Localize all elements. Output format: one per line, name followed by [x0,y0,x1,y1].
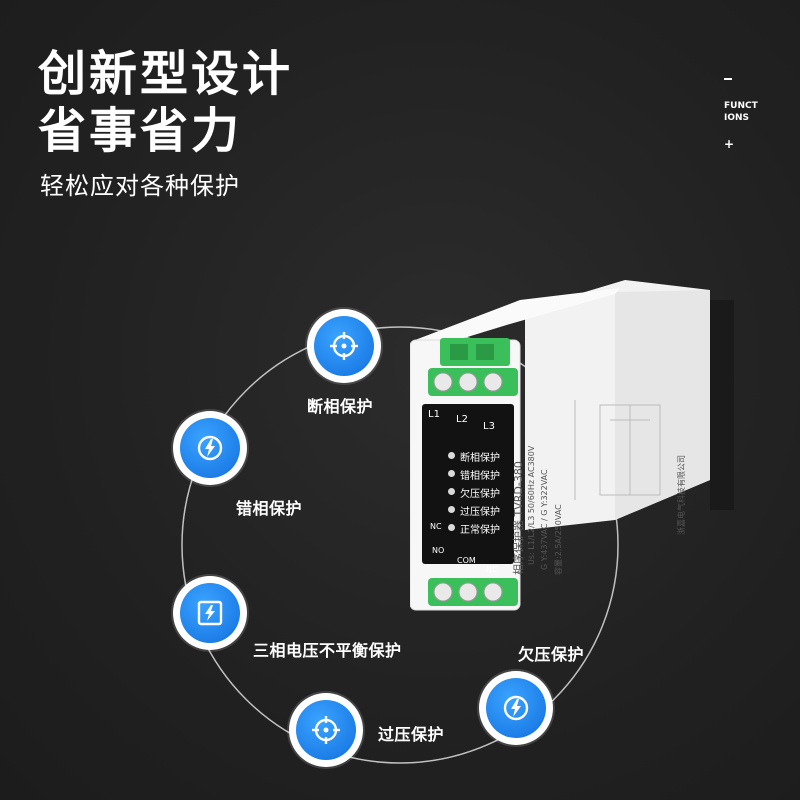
relay-label-nc: NC [486,565,498,574]
phase-protector-device [410,280,734,611]
device-spec-2: G Y:437VAC / G Y:322VAC [540,469,549,570]
relay-label-com: COM [457,556,476,565]
led-label-3: 欠压保护 [460,489,500,500]
led-label-1: 断相保护 [460,453,500,464]
feature-label-3: 三相电压不平衡保护 [253,641,402,660]
led-label-2: 错相保护 [460,471,500,482]
feature-phase-error[interactable] [173,411,247,485]
led-indicator [448,524,455,531]
led-indicator [448,452,455,459]
functions-word-2: IONS [724,113,750,123]
feature-overvoltage[interactable] [289,693,363,767]
feature-label-5: 欠压保护 [518,645,585,664]
relay-label-nc-top: NC [430,522,442,531]
headline-line-2: 省事省力 [38,103,243,159]
headline-subtitle: 轻松应对各种保护 [40,172,240,200]
feature-label-2: 错相保护 [236,499,303,518]
feature-voltage-imbalance[interactable] [173,576,247,650]
functions-word-1: FUNCT [724,101,758,111]
terminal-label-2: L2 [456,414,468,425]
device-spec-3: 容量:2.5A/250VAC [554,504,563,575]
feature-undervoltage[interactable] [479,671,553,745]
lightning-icon [197,435,223,461]
terminal-label-3: L3 [483,421,495,432]
crosshair-icon [330,332,358,360]
functions-tag: FUNCT IONS + [724,70,774,150]
feature-label-4: 过压保护 [378,725,445,744]
lightning-square-icon [197,600,223,626]
led-indicator [448,506,455,513]
led-label-5: 正常保护 [460,525,500,536]
led-indicator [448,470,455,477]
device-model: 相序保护器 TVRD-380 [512,461,525,575]
device-spec-1: Us: L1/L2/L3 50/60Hz AC380V [527,445,536,565]
headline-line-1: 创新型设计 [38,46,294,102]
terminal-label-1: L1 [428,409,440,420]
led-indicator [448,488,455,495]
feature-phase-loss[interactable] [307,309,381,383]
crosshair-icon [312,716,340,744]
device-maker: 浙嘉电气科技有限公司 [677,455,686,535]
feature-label-1: 断相保护 [307,397,374,416]
relay-label-no: NO [432,546,445,555]
plus-icon: + [724,137,735,151]
lightning-icon [503,695,529,721]
led-label-4: 过压保护 [460,507,500,518]
dash-icon [724,78,732,80]
